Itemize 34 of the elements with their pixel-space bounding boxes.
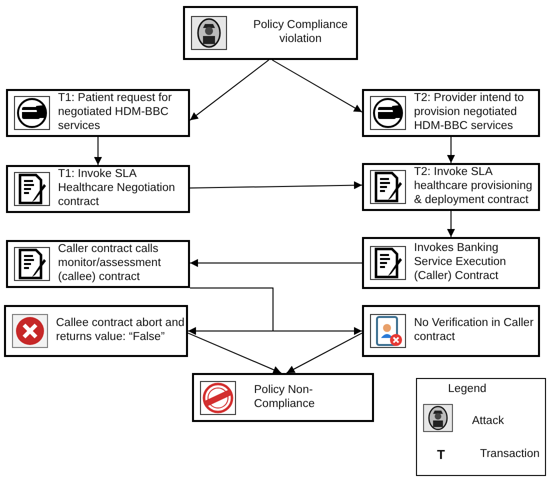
node-label: T2: Invoke SLA healthcare provisioning & deployment contract [414,166,534,208]
process-box [6,165,190,213]
process-box [183,6,358,60]
process-box [362,305,540,357]
arrow [190,259,362,268]
node-label: Invokes Banking Service Execution (Caller) Contract [414,242,508,284]
arrow [190,60,270,121]
arrow [447,210,455,238]
node-label: Caller contract calls monitor/assessment (callee) contract [58,243,162,285]
process-box [192,373,374,422]
arrow [286,332,362,374]
node-label: Callee contract abort and returns value: “False” [56,317,186,345]
node-label: T1: Invoke SLA Healthcare Negotiation contract [58,168,176,210]
arrow [188,332,282,374]
legend-symbol: T [437,447,445,462]
process-box [4,305,188,357]
arrow [190,181,362,190]
node-label: Policy Compliance violation [252,19,349,47]
node-label: T1: Patient request for negotiated HDM-BBC services [58,92,173,134]
arrow [94,136,102,166]
process-box [362,237,540,289]
process-box [362,163,540,211]
arrow [190,288,362,335]
process-box [6,240,190,288]
arrow [447,136,455,164]
process-box [362,89,540,137]
process-box [6,89,190,137]
node-label: T2: Provider intend to provision negotiated HDM-BBC services [414,92,525,134]
arrow [272,60,362,113]
node-label: No Verification in Caller contract [414,317,535,345]
legend-label: Transaction [480,448,540,460]
node-label: Policy Non-Compliance [254,384,316,412]
legend-title: Legend [448,383,486,395]
legend-label: Attack [472,415,504,427]
